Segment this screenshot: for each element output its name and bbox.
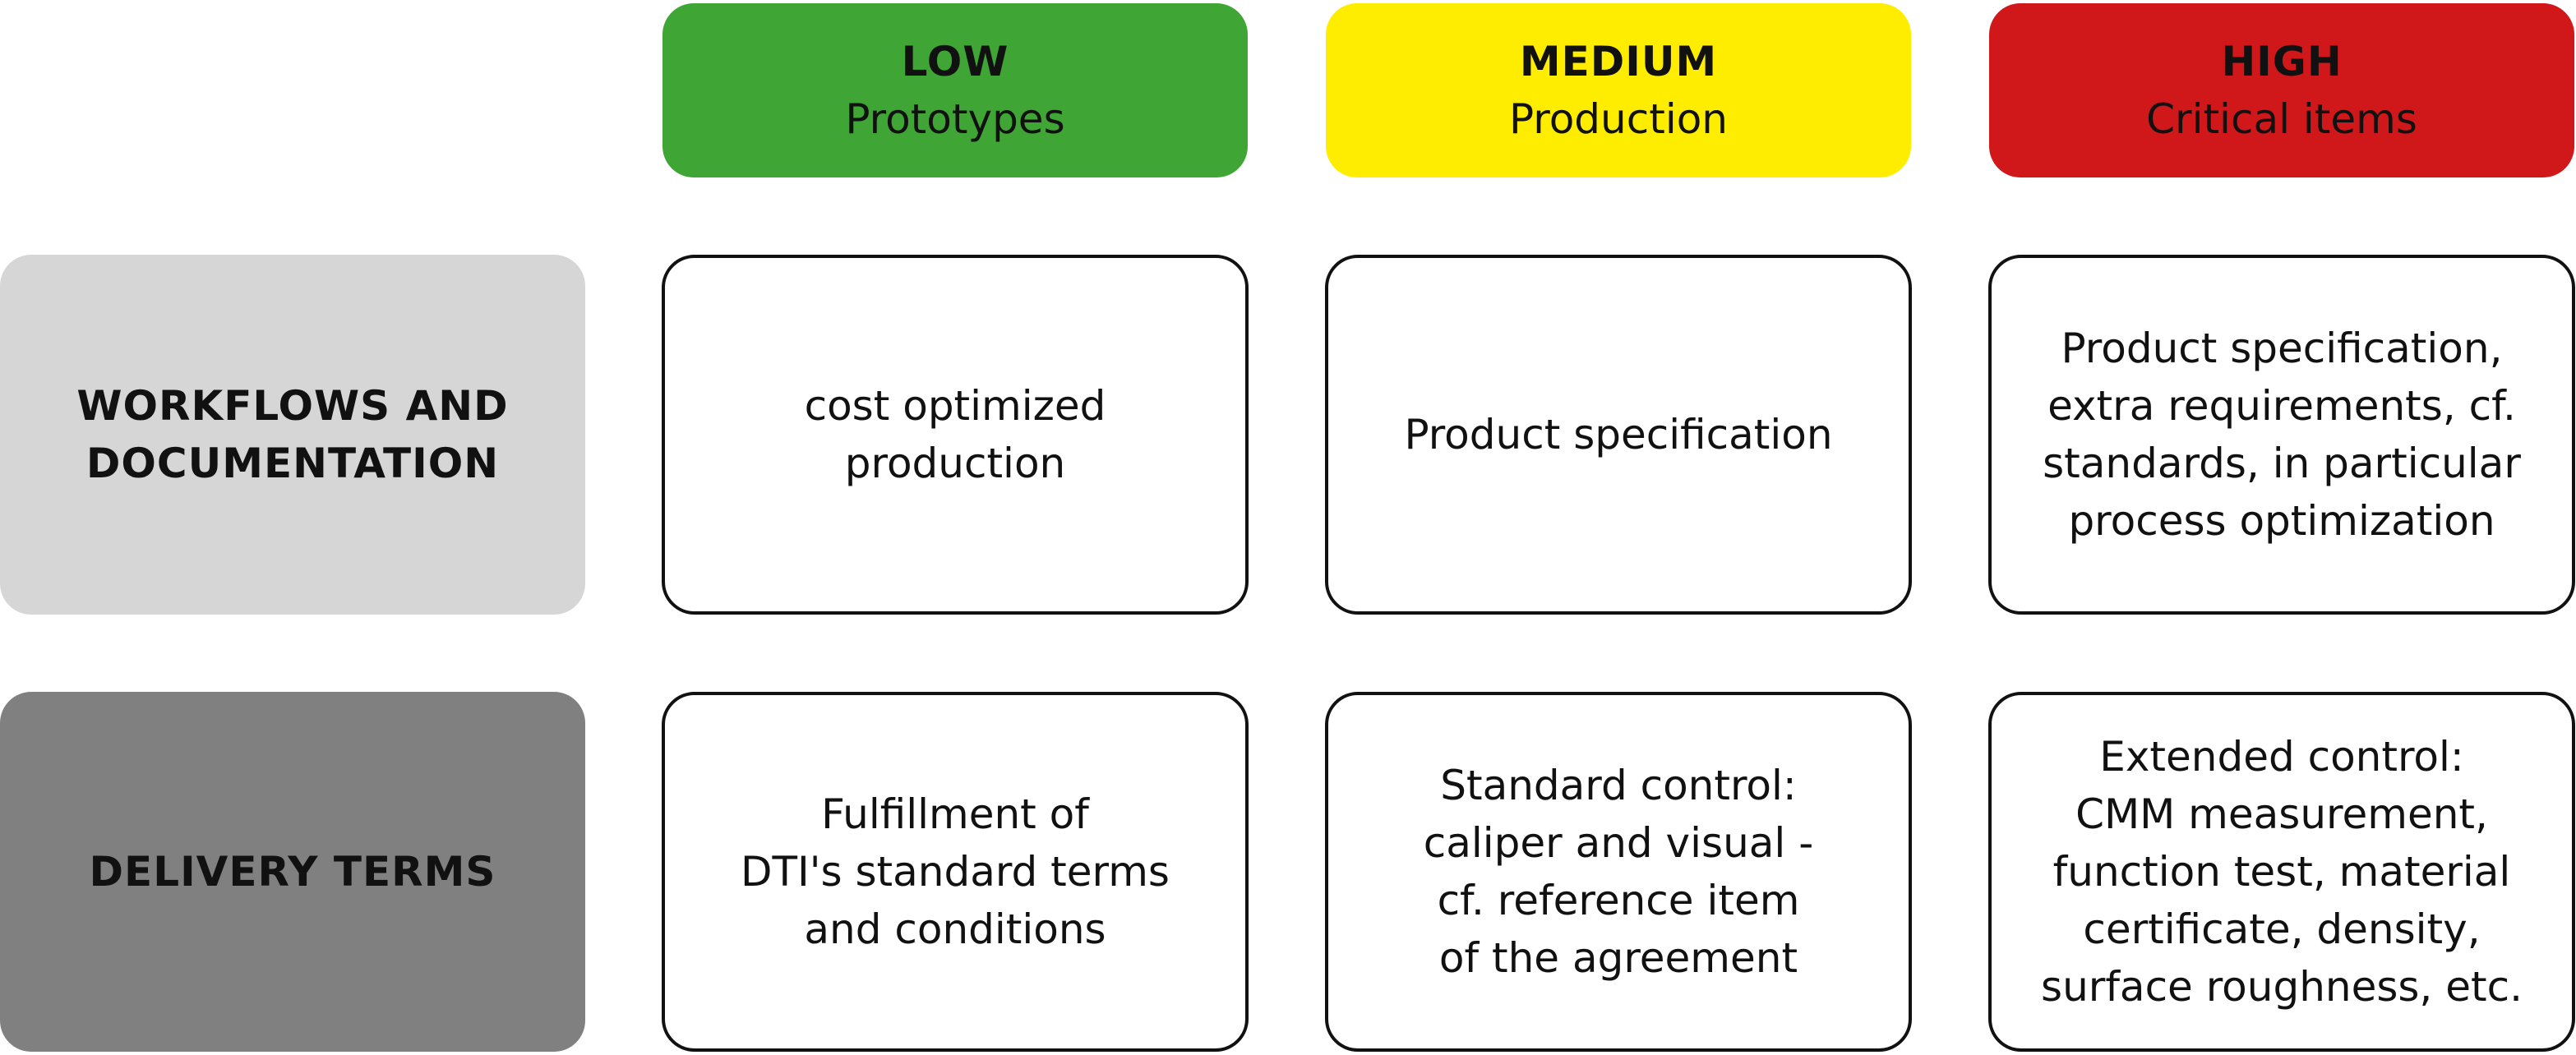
- row-label-delivery-terms: DELIVERY TERMS: [0, 692, 585, 1052]
- cell-workflows-high: Product specification, extra requirement…: [1988, 255, 2575, 615]
- cell-text-line: surface roughness, etc.: [2041, 963, 2523, 1011]
- cell-text-line: production: [844, 440, 1066, 487]
- cell-delivery-high: Extended control: CMM measurement, funct…: [1988, 692, 2575, 1052]
- cell-workflows-medium: Product specification: [1325, 255, 1912, 615]
- header-high: HIGH Critical items: [1989, 3, 2574, 177]
- header-medium-title: MEDIUM: [1519, 38, 1718, 85]
- cell-text-line: cost optimized: [804, 382, 1106, 430]
- row-label-line: WORKFLOWS AND: [76, 382, 509, 430]
- header-medium: MEDIUM Production: [1326, 3, 1911, 177]
- cell-text-line: DTI's standard terms: [741, 848, 1170, 896]
- cell-text-line: certificate, density,: [2083, 905, 2481, 953]
- header-high-title: HIGH: [2221, 38, 2343, 85]
- header-low-subtitle: Prototypes: [845, 95, 1065, 143]
- row-label-workflows: WORKFLOWS AND DOCUMENTATION: [0, 255, 585, 615]
- cell-text-line: Fulfillment of: [821, 790, 1089, 838]
- cell-text-line: Product specification,: [2061, 325, 2503, 372]
- header-high-subtitle: Critical items: [2146, 95, 2417, 143]
- cell-text-line: process optimization: [2068, 497, 2495, 545]
- cell-delivery-medium: Standard control: caliper and visual - c…: [1325, 692, 1912, 1052]
- header-low-title: LOW: [901, 38, 1009, 85]
- cell-text-line: cf. reference item: [1437, 877, 1800, 924]
- cell-text-line: function test, material: [2052, 848, 2511, 896]
- cell-text-line: Extended control:: [2099, 733, 2464, 781]
- row-label-line: DOCUMENTATION: [85, 440, 500, 487]
- cell-text-line: CMM measurement,: [2075, 790, 2488, 838]
- cell-delivery-low: Fulfillment of DTI's standard terms and …: [662, 692, 1249, 1052]
- row-label-line: DELIVERY TERMS: [89, 848, 496, 896]
- header-medium-subtitle: Production: [1508, 95, 1728, 143]
- header-low: LOW Prototypes: [662, 3, 1248, 177]
- cell-text-line: and conditions: [804, 905, 1106, 953]
- cell-text-line: of the agreement: [1438, 934, 1798, 982]
- cell-text-line: Standard control:: [1440, 762, 1797, 809]
- cell-workflows-low: cost optimized production: [662, 255, 1249, 615]
- cell-text-line: caliper and visual -: [1423, 819, 1814, 867]
- cell-text-line: extra requirements, cf.: [2047, 382, 2516, 430]
- cell-text-line: Product specification: [1404, 411, 1833, 458]
- cell-text-line: standards, in particular: [2043, 440, 2521, 487]
